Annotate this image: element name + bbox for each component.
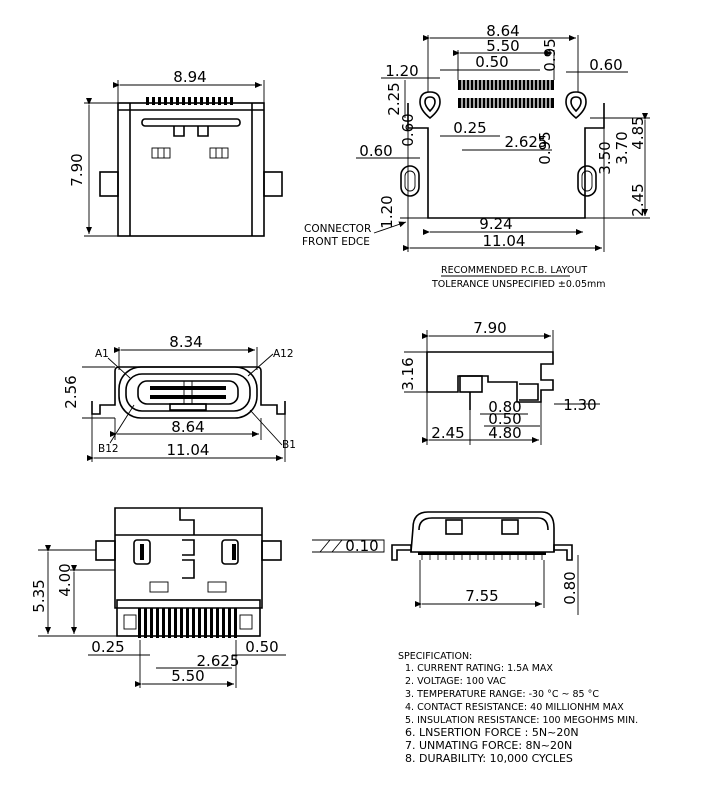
- bottom-535: 5.35: [30, 579, 48, 612]
- bottom-side-shell: [410, 511, 555, 553]
- pcb-060-left: 0.60: [359, 142, 392, 160]
- pcb-864: 8.64: [486, 22, 519, 40]
- pcb-225: 2.25: [385, 82, 403, 115]
- pcb-left-hole: [419, 91, 441, 120]
- spec-item: 7. UNMATING FORCE: 8N~20N: [405, 739, 572, 752]
- side-245: 2.45: [431, 424, 464, 442]
- bottom-pins: [138, 608, 237, 638]
- bottom-side-080: 0.80: [561, 571, 579, 604]
- front-edge-label: FRONT EDCE: [302, 236, 370, 248]
- spec-item: 2. VOLTAGE: 100 VAC: [405, 676, 506, 687]
- bottom-550: 5.50: [171, 667, 204, 685]
- pcb-layout-title: RECOMMENDED P.C.B. LAYOUT: [441, 265, 587, 276]
- top-view-left-tab: [99, 171, 119, 197]
- front-view: 8.34 A1 A12 2.56 8.64 B12 B1 11.04: [62, 333, 296, 462]
- side-316: 3.16: [399, 357, 417, 390]
- spec-item: 1. CURRENT RATING: 1.5A MAX: [405, 663, 553, 674]
- front-receptacle: [118, 366, 258, 419]
- pcb-outline: [407, 103, 605, 219]
- bottom-side-755: 7.55: [465, 587, 498, 605]
- top-height-label: 7.90: [68, 153, 86, 186]
- pcb-tolerance: TOLERANCE UNSPECIFIED ±0.05mm: [431, 279, 606, 290]
- pcb-right-hole: [565, 91, 587, 120]
- top-width-label: 8.94: [173, 68, 206, 86]
- pcb-025: 0.25: [453, 119, 486, 137]
- pcb-245: 2.45: [629, 183, 647, 216]
- bottom-view: 5.35 4.00 0.25 2.625 0.50 5.50: [30, 507, 286, 688]
- bottom-025: 0.25: [91, 638, 124, 656]
- pcb-120: 1.20: [385, 62, 418, 80]
- pcb-060-right: 0.60: [589, 56, 622, 74]
- spec-item: 4. CONTACT RESISTANCE: 40 MILLIONHM MAX: [405, 702, 624, 713]
- top-view-body: [117, 102, 265, 237]
- bottom-050: 0.50: [245, 638, 278, 656]
- pcb-right-slot: [577, 165, 597, 197]
- side-480: 4.80: [488, 424, 521, 442]
- connector-label: CONNECTOR: [304, 223, 371, 235]
- front-a12: A12: [273, 348, 294, 360]
- pcb-924: 9.24: [479, 215, 512, 233]
- pcb-1104: 11.04: [483, 232, 526, 250]
- spec-item: 8. DURABILITY: 10,000 CYCLES: [405, 752, 573, 765]
- pcb-120b: 1.20: [378, 195, 396, 228]
- specification: SPECIFICATION: 1. CURRENT RATING: 1.5A M…: [398, 651, 638, 765]
- side-050: 0.50: [488, 410, 521, 428]
- top-view-pins: [146, 97, 233, 105]
- spec-item: 3. TEMPERATURE RANGE: -30 °C ~ 85 °C: [405, 689, 599, 700]
- front-b12: B12: [98, 443, 119, 455]
- bottom-body: [114, 507, 263, 609]
- bottom-right-tab: [261, 540, 282, 561]
- pcb-050: 0.50: [475, 53, 508, 71]
- side-130: 1.30: [563, 396, 596, 414]
- front-256: 2.56: [62, 375, 80, 408]
- pcb-095: 0.95: [541, 38, 559, 71]
- spec-title: SPECIFICATION:: [398, 651, 472, 662]
- front-834: 8.34: [169, 333, 202, 351]
- top-view: 8.94 7.90: [68, 68, 283, 237]
- spec-item: 5. INSULATION RESISTANCE: 100 MEGOHMS MI…: [405, 715, 638, 726]
- pcb-370: 3.70: [613, 131, 631, 164]
- side-790: 7.90: [473, 319, 506, 337]
- pcb-2625: 2.625: [505, 133, 548, 151]
- side-body: [426, 351, 554, 403]
- pcb-550: 5.50: [486, 37, 519, 55]
- bottom-2625: 2.625: [197, 652, 240, 670]
- front-a1: A1: [95, 348, 109, 360]
- bottom-400: 4.00: [56, 563, 74, 596]
- spec-item: 6. LNSERTION FORCE : 5N~20N: [405, 726, 579, 739]
- pcb-pad-rows: [458, 80, 554, 108]
- top-view-right-tab: [263, 171, 283, 197]
- pcb-layout: 8.64 5.50 0.50 0.95 1.20 0.60 2.25 0.60 …: [302, 22, 650, 290]
- pcb-350: 3.50: [596, 141, 614, 174]
- pcb-095b: 0.95: [536, 131, 554, 164]
- side-080: 0.80: [488, 398, 521, 416]
- bottom-side-view: 0.10 7.55 0.80: [312, 511, 579, 615]
- pcb-left-slot: [400, 165, 420, 197]
- pcb-485: 4.85: [629, 116, 647, 149]
- bottom-left-tab: [95, 540, 116, 561]
- front-b1: B1: [282, 439, 296, 451]
- bottom-side-010: 0.10: [345, 537, 378, 555]
- side-view: 7.90 3.16 0.80 0.50 1.30 2.45 4.80: [399, 319, 600, 445]
- front-1104: 11.04: [167, 441, 210, 459]
- front-864: 8.64: [171, 418, 204, 436]
